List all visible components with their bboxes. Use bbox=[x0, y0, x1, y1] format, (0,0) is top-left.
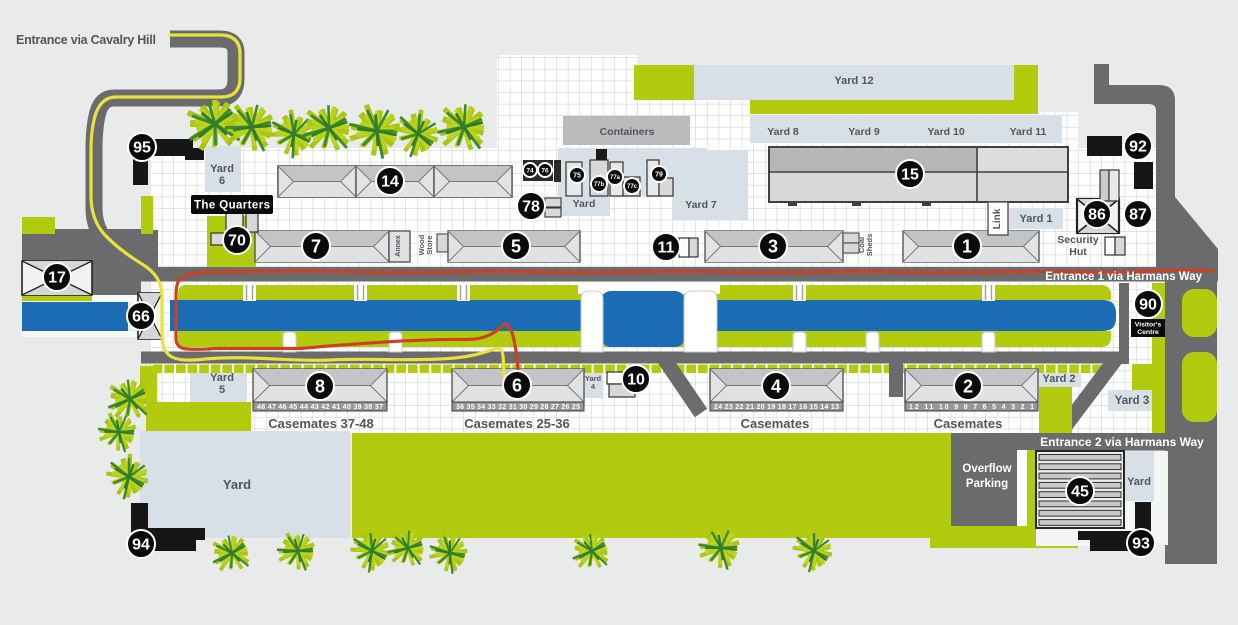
svg-text:Yard: Yard bbox=[1127, 476, 1151, 488]
svg-text:Yard 3: Yard 3 bbox=[1115, 395, 1150, 407]
svg-text:86: 86 bbox=[1088, 207, 1106, 224]
svg-text:Coal: Coal bbox=[857, 237, 866, 253]
svg-text:7: 7 bbox=[311, 236, 321, 256]
svg-text:1: 1 bbox=[962, 236, 972, 256]
svg-text:4: 4 bbox=[591, 382, 596, 391]
svg-text:Entrance via Cavalry Hill: Entrance via Cavalry Hill bbox=[16, 33, 156, 47]
svg-text:Parking: Parking bbox=[966, 478, 1008, 490]
svg-text:17: 17 bbox=[48, 270, 66, 287]
svg-text:10: 10 bbox=[627, 372, 645, 389]
svg-text:Hut: Hut bbox=[1069, 246, 1087, 258]
svg-text:Yard 11: Yard 11 bbox=[1010, 126, 1047, 138]
svg-text:2: 2 bbox=[963, 376, 973, 396]
svg-text:79: 79 bbox=[655, 171, 663, 178]
svg-text:Entrance 1 via Harmans Way: Entrance 1 via Harmans Way bbox=[1045, 271, 1202, 283]
svg-text:Security: Security bbox=[1057, 234, 1099, 246]
svg-text:93: 93 bbox=[1132, 536, 1150, 553]
svg-text:Yard 7: Yard 7 bbox=[685, 199, 717, 211]
svg-text:Yard 1: Yard 1 bbox=[1019, 213, 1052, 225]
svg-text:6: 6 bbox=[512, 375, 522, 395]
svg-text:78: 78 bbox=[522, 199, 540, 216]
svg-text:Yard: Yard bbox=[210, 163, 234, 175]
svg-text:Yard 8: Yard 8 bbox=[767, 126, 799, 138]
svg-text:70: 70 bbox=[228, 233, 246, 250]
svg-text:77b: 77b bbox=[594, 182, 605, 188]
svg-text:Yard: Yard bbox=[585, 374, 602, 383]
svg-text:Overflow: Overflow bbox=[962, 463, 1011, 475]
svg-text:14: 14 bbox=[381, 174, 399, 191]
svg-text:Casemates 25-36: Casemates 25-36 bbox=[464, 416, 570, 431]
svg-text:95: 95 bbox=[133, 140, 151, 157]
svg-text:Yard 12: Yard 12 bbox=[834, 75, 873, 87]
svg-text:Containers: Containers bbox=[600, 126, 655, 138]
svg-text:87: 87 bbox=[1129, 207, 1147, 224]
svg-text:75: 75 bbox=[573, 172, 581, 179]
svg-text:66: 66 bbox=[132, 309, 150, 326]
svg-text:Visitor's: Visitor's bbox=[1135, 322, 1162, 329]
svg-text:74: 74 bbox=[526, 167, 534, 174]
svg-text:36 35 34 33 32 31 30 29 28 27: 36 35 34 33 32 31 30 29 28 27 26 25 bbox=[456, 404, 580, 411]
svg-text:Sheds: Sheds bbox=[865, 234, 874, 257]
svg-text:90: 90 bbox=[1139, 297, 1157, 314]
svg-text:Yard 9: Yard 9 bbox=[848, 126, 880, 138]
svg-text:Link: Link bbox=[992, 208, 1003, 229]
svg-text:The Quarters: The Quarters bbox=[194, 200, 270, 212]
svg-text:11: 11 bbox=[658, 240, 675, 257]
svg-text:Entrance 2 via Harmans Way: Entrance 2 via Harmans Way bbox=[1040, 435, 1204, 449]
svg-text:92: 92 bbox=[1129, 139, 1147, 156]
svg-text:15: 15 bbox=[901, 167, 919, 184]
svg-text:Yard: Yard bbox=[210, 372, 234, 384]
svg-text:4: 4 bbox=[771, 376, 781, 396]
svg-text:3: 3 bbox=[768, 236, 778, 256]
svg-text:24 23 22 21 20 19 18 17 16 15: 24 23 22 21 20 19 18 17 16 15 14 13 bbox=[714, 404, 839, 411]
svg-text:94: 94 bbox=[132, 537, 150, 554]
svg-text:Yard 10: Yard 10 bbox=[927, 126, 965, 138]
svg-text:Yard: Yard bbox=[573, 198, 596, 210]
svg-text:6: 6 bbox=[219, 175, 225, 187]
svg-text:Yard 2: Yard 2 bbox=[1042, 373, 1075, 385]
svg-text:45: 45 bbox=[1071, 484, 1089, 501]
svg-text:Casemates: Casemates bbox=[741, 416, 810, 431]
svg-text:77a: 77a bbox=[610, 175, 621, 181]
svg-text:5: 5 bbox=[511, 236, 521, 256]
svg-text:48 47 46 45 44 43 42 41 40 39: 48 47 46 45 44 43 42 41 40 39 38 37 bbox=[257, 404, 383, 411]
svg-text:Casemates: Casemates bbox=[934, 416, 1003, 431]
svg-text:Store: Store bbox=[425, 235, 434, 254]
svg-text:76: 76 bbox=[541, 167, 549, 174]
svg-text:77c: 77c bbox=[627, 184, 638, 190]
svg-text:Centre: Centre bbox=[1137, 329, 1159, 336]
svg-text:8: 8 bbox=[315, 376, 325, 396]
svg-text:Annex: Annex bbox=[395, 235, 402, 257]
svg-text:Casemates 37-48: Casemates 37-48 bbox=[268, 416, 374, 431]
svg-text:Yard: Yard bbox=[223, 477, 251, 492]
svg-text:Wood: Wood bbox=[417, 234, 426, 255]
svg-text:5: 5 bbox=[219, 384, 225, 396]
